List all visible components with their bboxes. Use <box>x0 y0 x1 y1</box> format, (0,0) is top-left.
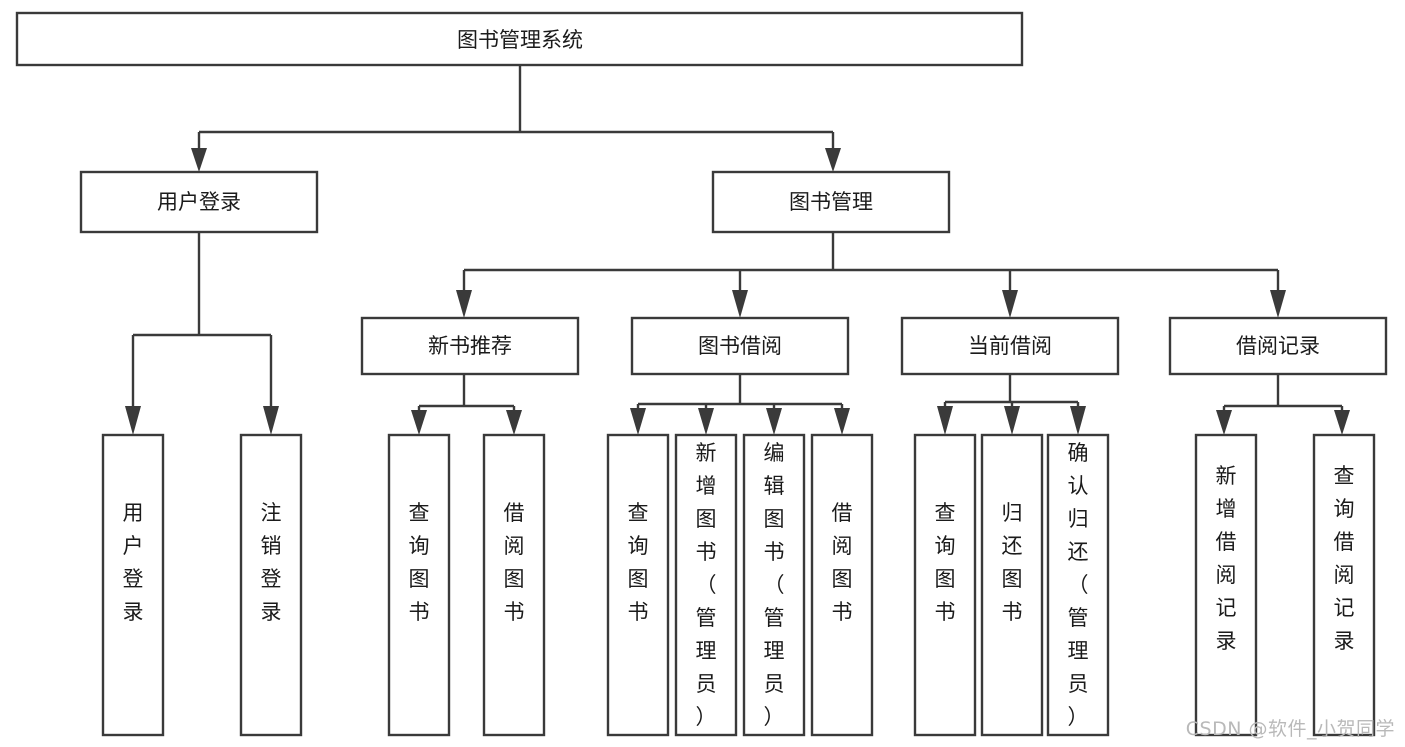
connector-group-root <box>191 65 841 172</box>
node-leaf-query-book-1-box[interactable] <box>387 433 451 737</box>
node-leaf-return-book-box[interactable] <box>980 433 1044 737</box>
node-leaf-add-book[interactable]: 新增图书（管理员） <box>674 433 738 737</box>
arrow-to-book-borrow <box>732 290 748 318</box>
arrow-to-bookmanage <box>825 148 841 172</box>
node-leaf-user-login-label: 用户登录 <box>123 501 144 624</box>
connector-group-user-login <box>125 232 279 435</box>
node-leaf-confirm-return-box[interactable] <box>1046 433 1110 737</box>
arrow-to-leaf-return-book <box>1004 406 1020 435</box>
node-leaf-confirm-return-label: 确认归还（管理员） <box>1068 441 1089 729</box>
node-leaf-add-record-box[interactable] <box>1194 433 1258 737</box>
node-leaf-add-record[interactable]: 新增借阅记录 <box>1194 433 1258 737</box>
node-leaf-borrow-book-1-box[interactable] <box>482 433 546 737</box>
node-leaf-borrow-book-2-label: 借阅图书 <box>832 501 853 624</box>
node-current-borrow[interactable]: 当前借阅 <box>900 316 1120 376</box>
node-leaf-user-logout-box[interactable] <box>239 433 303 737</box>
node-leaf-edit-book[interactable]: 编辑图书（管理员） <box>742 433 806 737</box>
node-leaf-borrow-book-1-label: 借阅图书 <box>504 501 525 624</box>
node-root[interactable]: 图书管理系统 <box>15 11 1024 67</box>
node-leaf-user-logout[interactable]: 注销登录 <box>239 433 303 737</box>
connector-group-book-borrow <box>630 374 850 435</box>
node-book-manage[interactable]: 图书管理 <box>711 170 951 234</box>
arrow-to-leaf-confirm-return <box>1070 406 1086 435</box>
node-user-login-label: 用户登录 <box>157 190 241 214</box>
node-leaf-query-book-2-box[interactable] <box>606 433 670 737</box>
node-leaf-user-logout-label: 注销登录 <box>261 501 282 624</box>
node-user-login-box[interactable] <box>79 170 319 234</box>
arrow-to-current-borrow <box>1002 290 1018 318</box>
node-user-login[interactable]: 用户登录 <box>79 170 319 234</box>
node-leaf-add-record-label: 新增借阅记录 <box>1216 464 1237 653</box>
node-leaf-query-record-label: 查询借阅记录 <box>1334 464 1355 653</box>
arrow-to-leaf-add-record <box>1216 410 1232 435</box>
node-leaf-add-book-label: 新增图书（管理员） <box>696 441 717 729</box>
node-current-borrow-box[interactable] <box>900 316 1120 376</box>
node-book-borrow-box[interactable] <box>630 316 850 376</box>
node-new-book-rec-label: 新书推荐 <box>428 334 512 358</box>
node-leaf-borrow-book-2-box[interactable] <box>810 433 874 737</box>
connector-group-borrow-record <box>1216 374 1350 435</box>
node-leaf-query-book-1-label: 查询图书 <box>409 501 430 624</box>
connector-group-current-borrow <box>937 374 1086 435</box>
arrow-to-borrow-record <box>1270 290 1286 318</box>
node-current-borrow-label: 当前借阅 <box>968 334 1052 358</box>
arrow-to-leaf-borrow-book-1 <box>506 410 522 435</box>
node-leaf-query-book-3-label: 查询图书 <box>935 501 956 624</box>
arrow-to-leaf-query-record <box>1334 410 1350 435</box>
node-new-book-rec-box[interactable] <box>360 316 580 376</box>
arrow-to-leaf-query-book-2 <box>630 408 646 435</box>
node-leaf-edit-book-box[interactable] <box>742 433 806 737</box>
node-leaf-edit-book-label: 编辑图书（管理员） <box>764 441 785 729</box>
connector-group-new-book-rec <box>411 374 522 435</box>
arrow-to-leaf-edit-book <box>766 408 782 435</box>
node-borrow-record[interactable]: 借阅记录 <box>1168 316 1388 376</box>
node-leaf-return-book[interactable]: 归还图书 <box>980 433 1044 737</box>
arrow-to-leaf-query-book-3 <box>937 406 953 435</box>
node-leaf-return-book-label: 归还图书 <box>1002 501 1023 624</box>
arrow-to-leaf-borrow-book-2 <box>834 408 850 435</box>
node-book-manage-label: 图书管理 <box>789 190 873 214</box>
node-leaf-query-book-3[interactable]: 查询图书 <box>913 433 977 737</box>
arrow-to-userlogin <box>191 148 207 172</box>
node-book-borrow[interactable]: 图书借阅 <box>630 316 850 376</box>
node-leaf-user-login[interactable]: 用户登录 <box>101 433 165 737</box>
node-new-book-rec[interactable]: 新书推荐 <box>360 316 580 376</box>
arrow-to-new-book-rec <box>456 290 472 318</box>
arrow-to-leaf-user-logout <box>263 406 279 435</box>
node-leaf-query-book-2-label: 查询图书 <box>628 501 649 624</box>
node-leaf-query-book-3-box[interactable] <box>913 433 977 737</box>
node-book-borrow-label: 图书借阅 <box>698 334 782 358</box>
node-leaf-add-book-box[interactable] <box>674 433 738 737</box>
connector-group-book-manage <box>456 232 1286 318</box>
node-leaf-borrow-book-2[interactable]: 借阅图书 <box>810 433 874 737</box>
node-borrow-record-box[interactable] <box>1168 316 1388 376</box>
node-leaf-confirm-return[interactable]: 确认归还（管理员） <box>1046 433 1110 737</box>
node-root-label: 图书管理系统 <box>457 28 583 52</box>
node-leaf-borrow-book-1[interactable]: 借阅图书 <box>482 433 546 737</box>
node-book-manage-box[interactable] <box>711 170 951 234</box>
node-root-box[interactable] <box>15 11 1024 67</box>
node-leaf-query-book-2[interactable]: 查询图书 <box>606 433 670 737</box>
node-leaf-query-record-box[interactable] <box>1312 433 1376 737</box>
node-leaf-user-login-box[interactable] <box>101 433 165 737</box>
arrow-to-leaf-add-book <box>698 408 714 435</box>
node-leaf-query-record[interactable]: 查询借阅记录 <box>1312 433 1376 737</box>
arrow-to-leaf-query-book-1 <box>411 410 427 435</box>
arrow-to-leaf-user-login <box>125 406 141 435</box>
node-borrow-record-label: 借阅记录 <box>1236 334 1320 358</box>
node-leaf-query-book-1[interactable]: 查询图书 <box>387 433 451 737</box>
